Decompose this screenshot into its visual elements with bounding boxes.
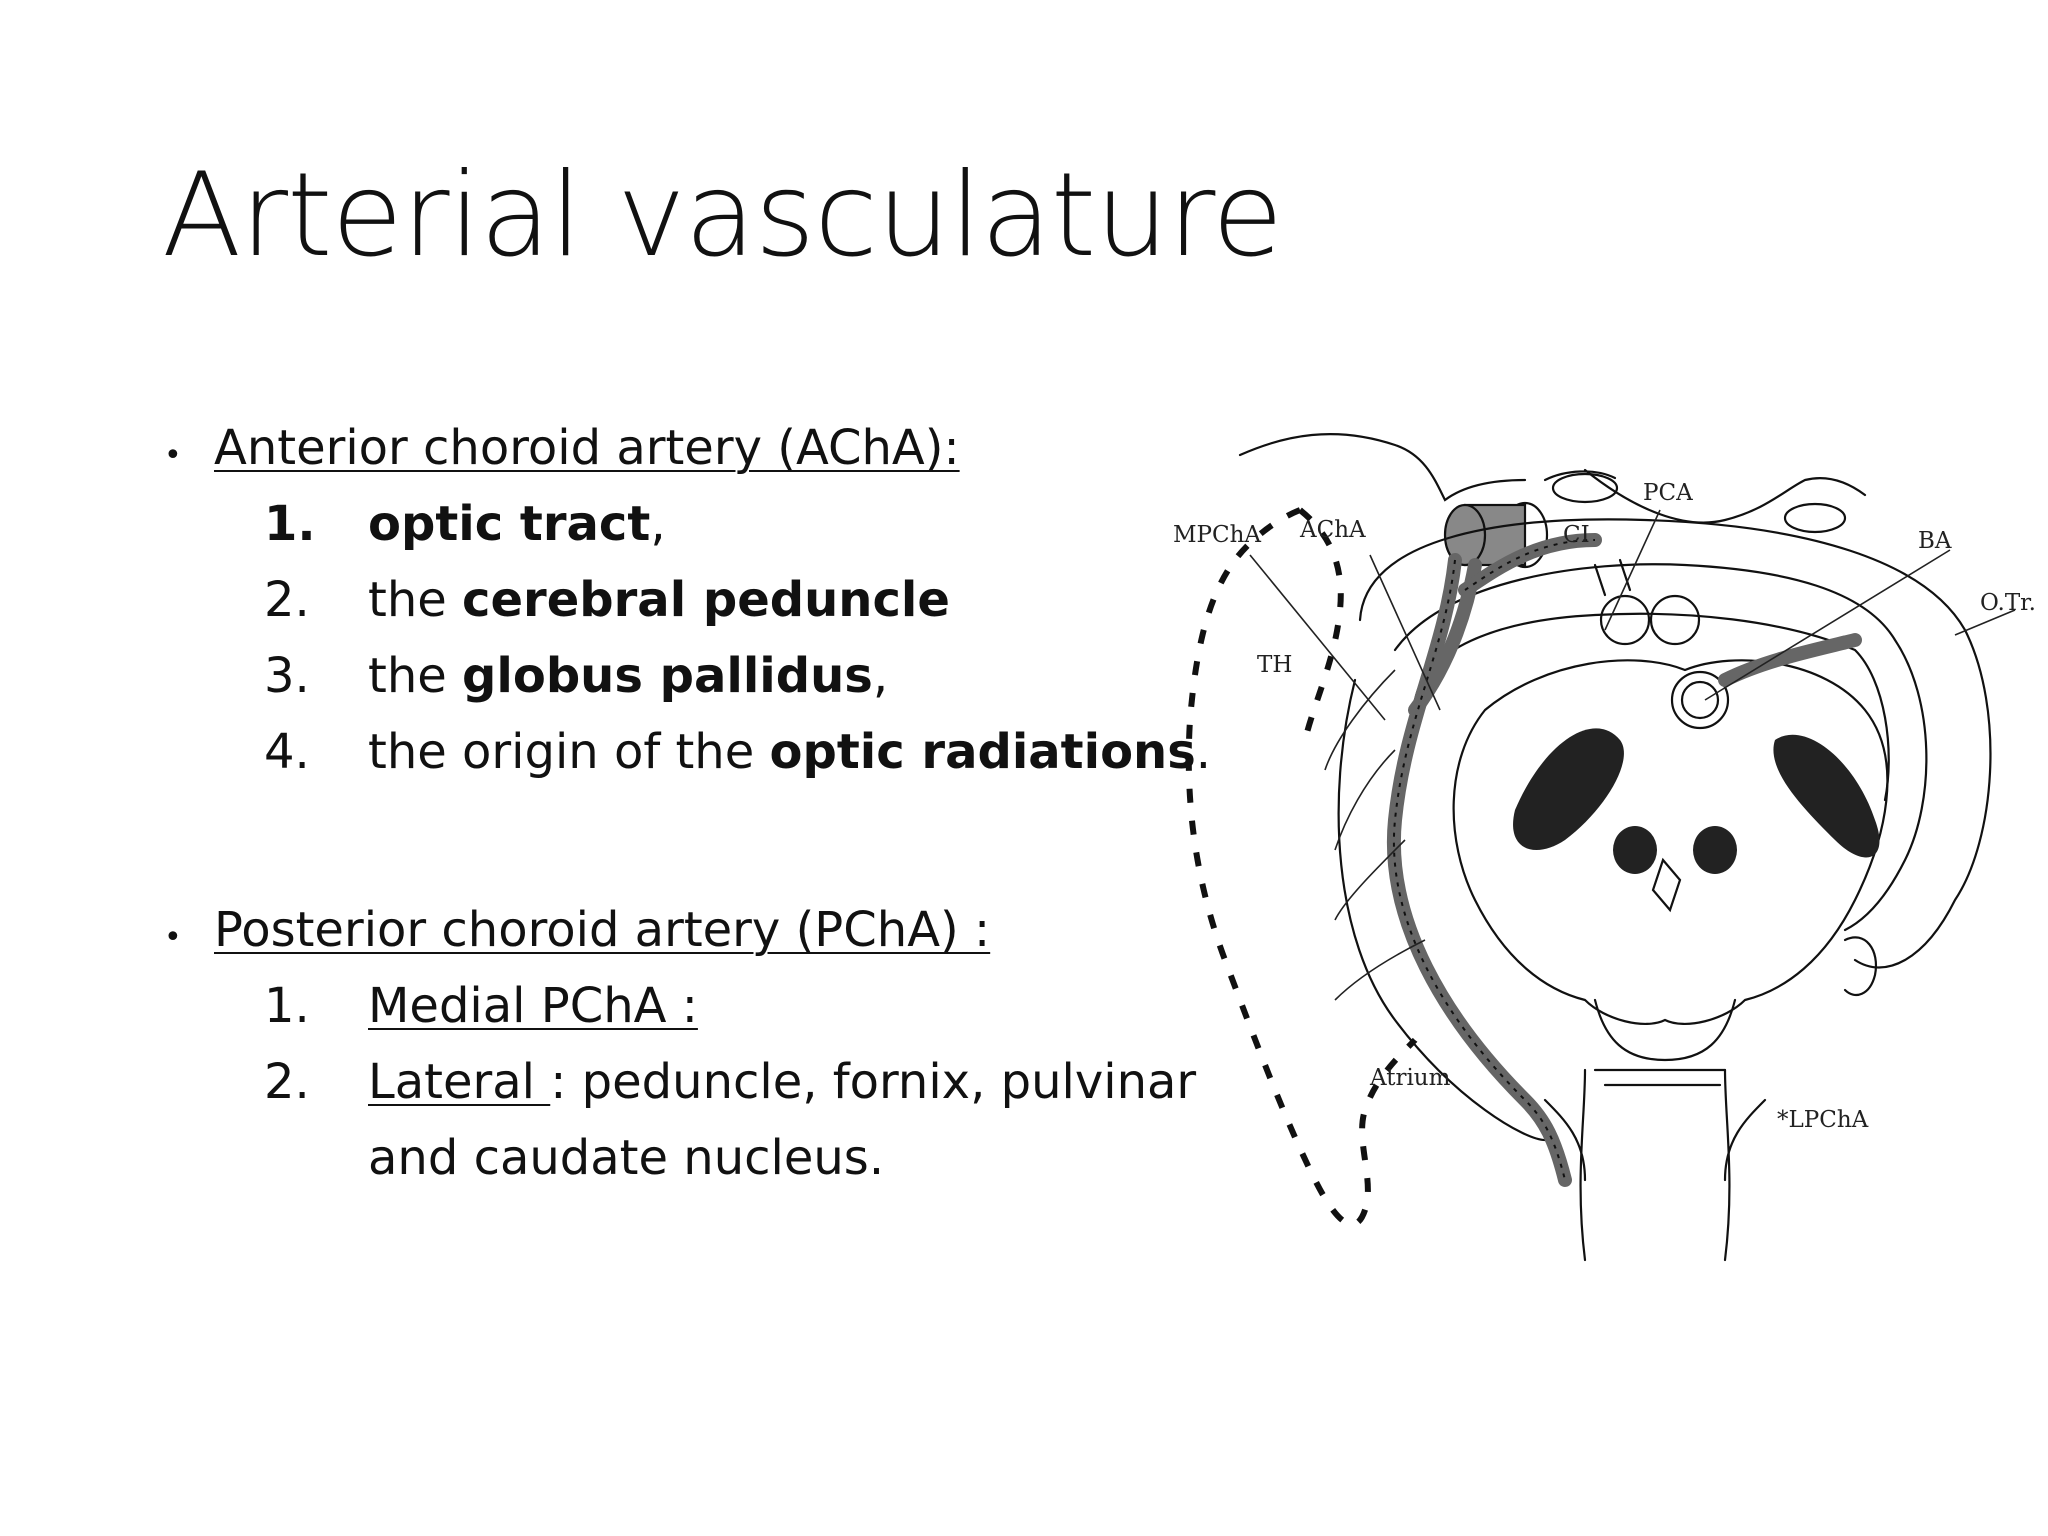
label-ba: BA (1918, 528, 1952, 554)
carotid-end (1443, 503, 1487, 567)
bullet-icon: • (164, 920, 182, 955)
item-text-part: : peduncle, fornix, pulvinar (550, 1054, 1197, 1110)
top-outline (1583, 468, 1867, 524)
item-text: and caudate nucleus. (368, 1130, 885, 1186)
acha-course-hatch (1392, 559, 1566, 1181)
stalk (1593, 558, 1632, 597)
aqueduct (1651, 857, 1682, 913)
pons-bands (1593, 1068, 1727, 1087)
left-contour (1337, 678, 1547, 1142)
right-bulge (1843, 936, 1878, 997)
ba-leader (1704, 549, 1951, 701)
red-nucleus-right (1693, 826, 1737, 874)
item-number: 3. (264, 648, 310, 704)
stem-left-curve (1543, 1098, 1587, 1182)
item-text-part: the (368, 572, 463, 628)
item-number: 2. (264, 1054, 310, 1110)
middle-contour (1393, 563, 1928, 932)
slide-title: Arterial vasculature (162, 148, 1283, 283)
pca-leader (1604, 509, 1661, 631)
item-text-underlined: Lateral (368, 1054, 551, 1110)
branch-lines (1324, 669, 1426, 1001)
label-mpcha: MPChA (1173, 522, 1261, 548)
item-text-part: . (1195, 724, 1212, 780)
red-nucleus-left (1613, 826, 1657, 874)
label-ci: CI (1563, 522, 1590, 548)
section-heading: Posterior choroid artery (PChA) : (214, 902, 991, 958)
midline-curve (1593, 998, 1737, 1062)
anatomy-diagram: MPChA AChA CI PCA BA O.Tr. TH Atrium *LP… (1173, 432, 2036, 1262)
item-number: 2. (264, 572, 310, 628)
pca-tube-end (1551, 472, 1619, 504)
item-text-bold: optic tract (368, 496, 651, 552)
choroid-artery-figure: MPChA AChA CI PCA BA O.Tr. TH Atrium *LP… (1165, 420, 2048, 1520)
pca-ring (1670, 670, 1730, 730)
pca-ring-inner (1680, 680, 1720, 720)
item-text-bold: optic radiations (769, 724, 1196, 780)
ba-tube-end (1783, 502, 1847, 534)
mpcha-dashed-branch (1298, 507, 1344, 741)
item-number: 4. (264, 724, 310, 780)
item-text-bold: globus pallidus (462, 648, 873, 704)
acha-leader (1369, 554, 1441, 711)
item-text: Lateral : peduncle, fornix, pulvinar (368, 1054, 1196, 1110)
substantia-nigra-left (1513, 728, 1624, 850)
item-text-part: , (650, 496, 666, 552)
label-pca: PCA (1643, 480, 1693, 506)
inner-contour (1413, 612, 1890, 802)
pca-hatch (1464, 539, 1596, 591)
label-otr: O.Tr. (1980, 590, 2036, 616)
outer-contour (1358, 518, 1992, 969)
bullet-icon: • (164, 438, 182, 473)
section-heading: Anterior choroid artery (AChA): (214, 420, 960, 476)
mammillary-body-left (1599, 594, 1651, 646)
otr-leader (1954, 609, 2016, 636)
midbrain-body (1452, 659, 1889, 1025)
item-text: the origin of the optic radiations. (368, 724, 1211, 780)
pca-tube (1543, 470, 1617, 482)
label-acha: AChA (1299, 517, 1366, 543)
item-text-part: , (872, 648, 889, 704)
label-th: TH (1257, 652, 1292, 678)
item-text: the cerebral peduncle (368, 572, 950, 628)
label-lpcha: *LPChA (1777, 1107, 1869, 1133)
item-text: optic tract, (368, 496, 666, 552)
mammillary-body-right (1649, 594, 1701, 646)
label-atrium: Atrium (1369, 1065, 1451, 1091)
mpcha-leader (1249, 554, 1386, 721)
item-number: 1. (264, 496, 316, 552)
item-text: the globus pallidus, (368, 648, 888, 704)
chiasm-outline (1238, 432, 1527, 502)
substantia-nigra-right (1773, 734, 1880, 858)
item-text-bold: cerebral peduncle (462, 572, 950, 628)
item-text-part: the (368, 648, 463, 704)
stem-right-curve (1723, 1098, 1767, 1182)
item-number: 1. (264, 978, 310, 1034)
item-text-part: the origin of the (368, 724, 770, 780)
item-text: Medial PChA : (368, 978, 698, 1034)
ba-branch (1718, 633, 1862, 687)
